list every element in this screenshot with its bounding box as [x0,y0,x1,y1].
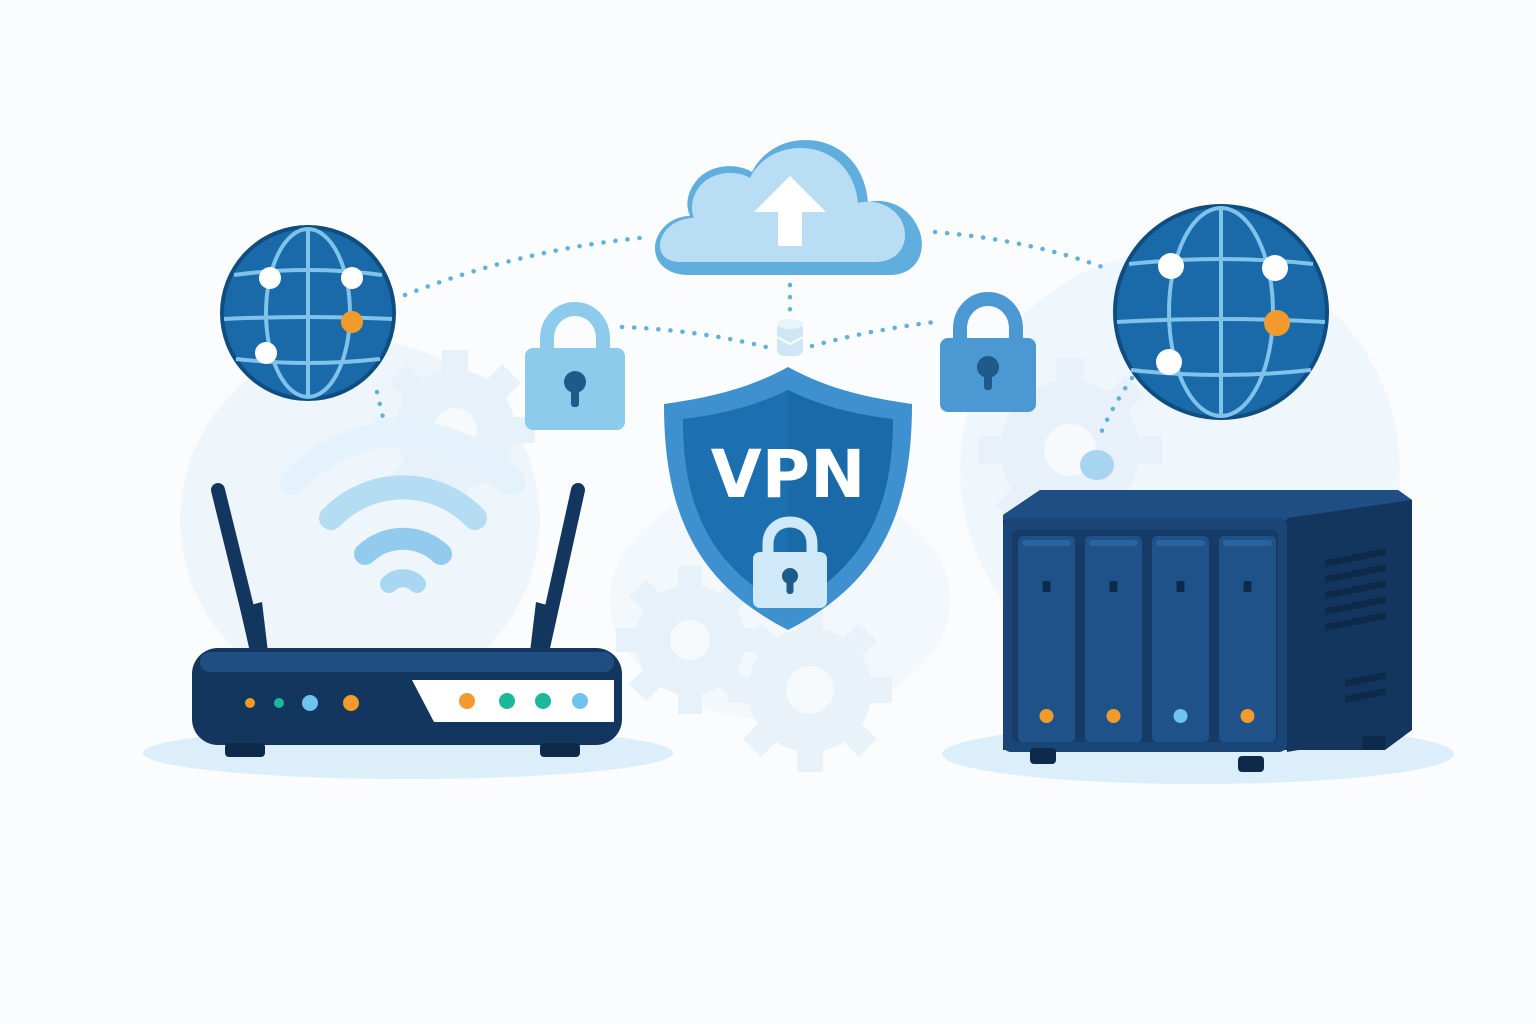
connector-node [1080,450,1114,480]
globe-icon-right [1113,204,1329,420]
network-node-icon [259,267,281,289]
router-led-left [302,695,318,711]
network-node-icon [1262,255,1288,281]
padlock-icon-right [940,291,1036,412]
globe-icon-left [220,225,396,401]
wifi-icon [280,421,526,593]
connection-lock-left-to-hub [619,324,773,351]
router-status-leds-right [459,693,588,709]
router-led-right [535,693,551,709]
cloud-upload-icon [655,140,922,275]
padlock-icon-shield [753,516,827,608]
router-led-left [343,695,359,711]
connection-lock-right-to-hub [809,319,938,349]
server-vent [1325,548,1386,703]
server-drive-bay [1085,536,1142,742]
server-bay-led [1106,709,1121,723]
server-drive-bay [1018,536,1075,742]
server-drive-bay [1152,536,1209,742]
vpn-label: VPN [711,436,866,513]
server-bay-led [1173,709,1188,723]
router-led-left [274,698,284,708]
server-bay-led [1240,709,1255,723]
server-drive-bay [1219,536,1276,742]
router-led-right [499,693,515,709]
network-node-icon [341,311,363,333]
connection-globe-left-to-cloud [402,235,643,298]
connection-globe-right-to-server [1095,375,1135,443]
gear-icon-center-lower [728,608,892,772]
network-node-icon [1156,349,1182,375]
server-drive-bays [1018,536,1276,742]
router-status-leds-left [245,695,359,711]
network-node-icon [1264,310,1290,336]
padlock-icon-left [525,301,625,430]
network-node-icon [1158,253,1184,279]
gear-icon-right [978,358,1162,542]
connection-cloud-to-globe-right [932,229,1108,271]
router-led-right [459,693,475,709]
server-bay-led [1039,709,1054,723]
network-node-icon [255,342,277,364]
network-node-icon [341,267,363,289]
vpn-shield: VPN [664,367,912,630]
network-node-icon [776,319,804,356]
router-led-left [245,698,255,708]
router-led-right [572,693,588,709]
